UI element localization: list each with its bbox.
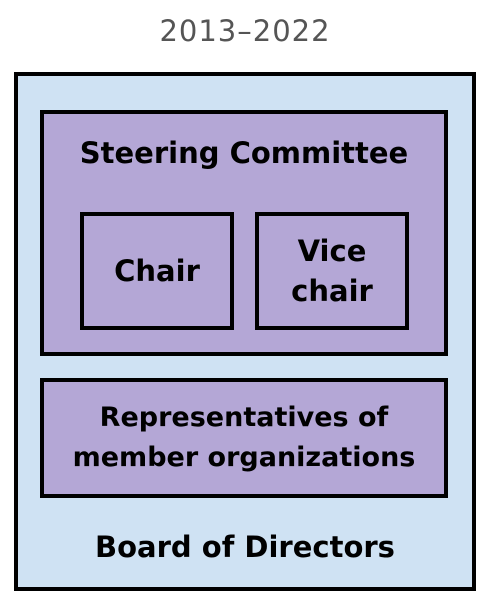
steering-committee-box: Steering Committee Chair Vice chair <box>40 110 448 356</box>
vice-chair-box: Vice chair <box>255 212 409 330</box>
representatives-label: Representatives of member organizations <box>72 402 416 473</box>
representatives-box: Representatives of member organizations <box>40 378 448 498</box>
board-of-directors-label: Board of Directors <box>95 530 395 564</box>
vice-chair-label: Vice chair <box>291 234 373 308</box>
steering-committee-title: Steering Committee <box>79 136 409 170</box>
chair-label: Chair <box>114 254 200 288</box>
period-label: 2013–2022 <box>159 14 331 48</box>
chair-box: Chair <box>80 212 234 330</box>
